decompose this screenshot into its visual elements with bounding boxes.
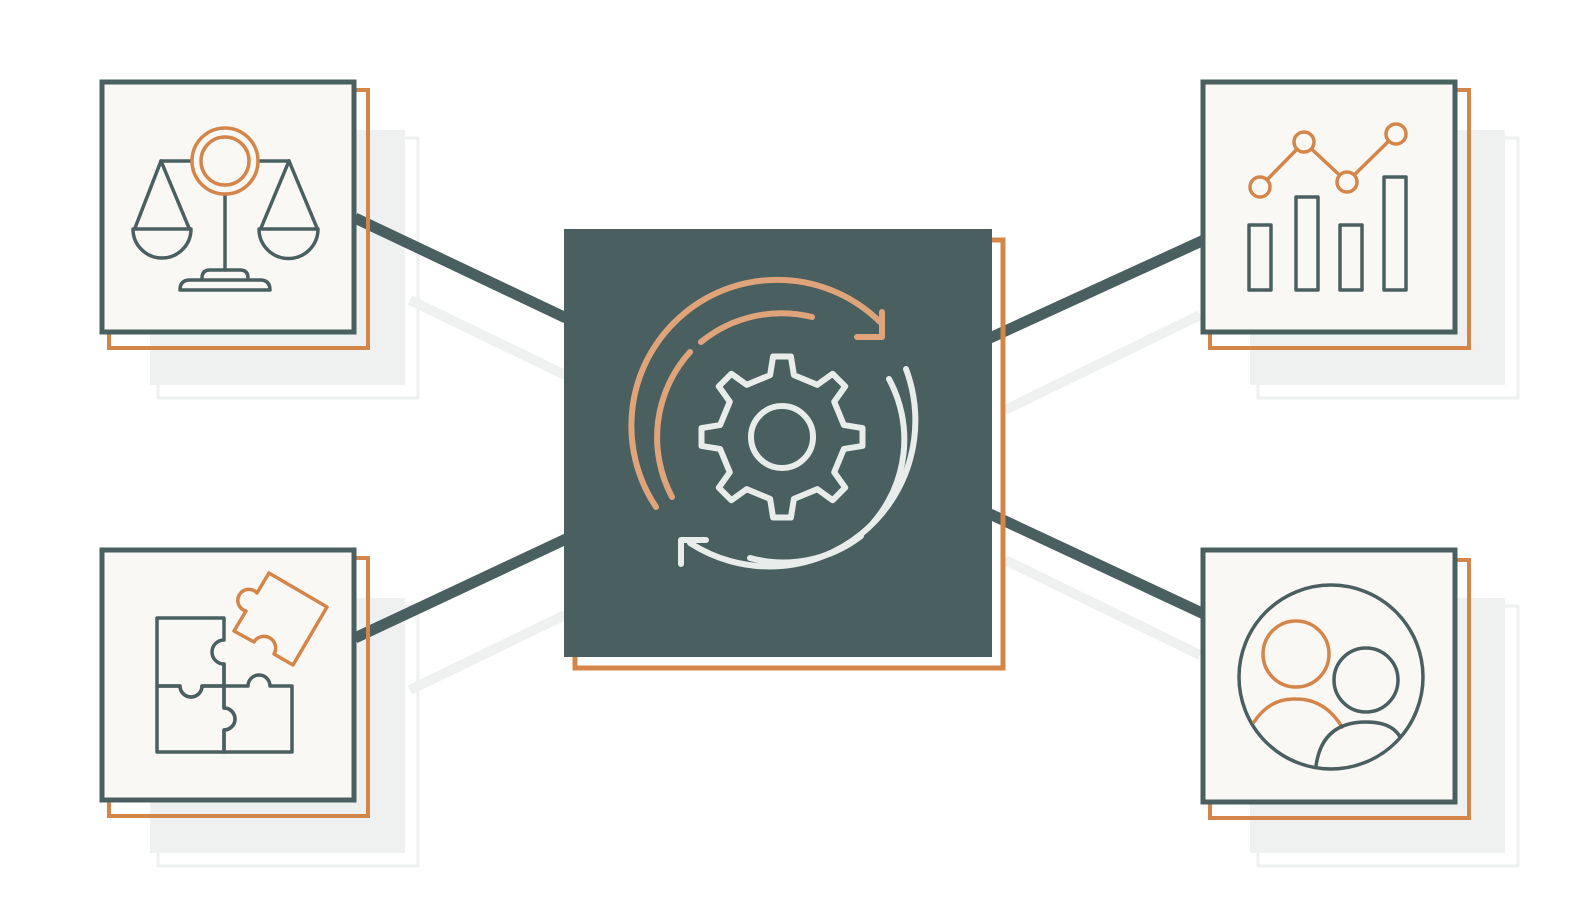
people-icon (1237, 583, 1425, 771)
gear-cycle-icon (628, 276, 919, 570)
gear-hub-icon (748, 403, 816, 471)
balance-scale-icon (131, 126, 320, 292)
gear-icon (698, 353, 866, 521)
background-echo (407, 295, 1203, 695)
central-hub (564, 229, 1006, 671)
node-analytics (1200, 79, 1471, 350)
connector-people (987, 509, 1207, 619)
connector-balance (352, 213, 569, 323)
node-puzzle (99, 547, 370, 818)
node-people (1200, 547, 1471, 820)
connector-puzzle (352, 534, 569, 643)
connector-lines (352, 213, 1207, 643)
connector-analytics (987, 234, 1207, 344)
chart-icon (1247, 122, 1408, 292)
node-balance (99, 79, 370, 350)
puzzle-icon (155, 571, 329, 754)
central-hub-box (564, 229, 992, 657)
